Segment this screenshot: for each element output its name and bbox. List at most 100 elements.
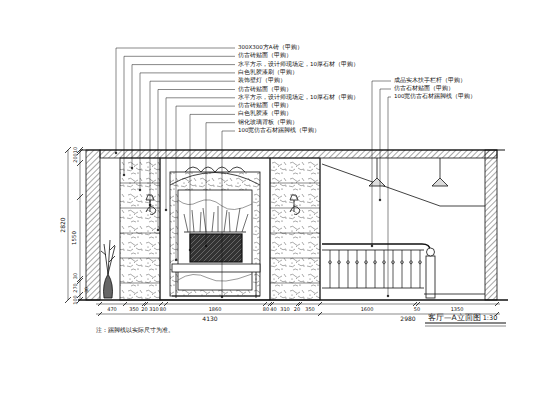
drawing-circle (427, 248, 435, 256)
drawing-line (440, 158, 441, 178)
drawing-path (184, 206, 248, 232)
drawing-line (298, 302, 302, 306)
leader-dot (115, 152, 117, 154)
callout-text: 仿古砖贴面（甲购） (238, 87, 292, 93)
drawing-line (268, 302, 272, 306)
leader-line (124, 56, 235, 175)
drawing-line (77, 297, 83, 303)
leader-dot (189, 249, 191, 251)
drawing-line (144, 302, 148, 306)
drawing-line (322, 250, 424, 251)
leader-dot (157, 229, 159, 231)
drawing-line (77, 160, 83, 166)
drawing-line (120, 233, 160, 234)
drawing-g (65, 147, 508, 326)
callout-text: 100宽仿古石材踢脚线（甲购） (238, 128, 321, 134)
drawing-line (440, 206, 485, 207)
leader-line (158, 90, 235, 231)
drawing-line (164, 302, 168, 306)
leader-dot (123, 174, 125, 176)
drawing-path (170, 173, 260, 186)
dimension: 20 (294, 307, 300, 312)
leader-line (206, 123, 235, 246)
drawing-line (98, 312, 102, 316)
drawing-rect (190, 234, 242, 262)
drawing-rect (100, 150, 497, 158)
drawing-line (270, 183, 320, 184)
leader-line (190, 114, 235, 250)
dimension: 80 (160, 307, 166, 312)
drawing-line (256, 272, 257, 298)
leader-line (116, 48, 235, 153)
drawing-path (432, 178, 448, 186)
drawing-line (77, 149, 83, 155)
drawing-path (383, 250, 386, 288)
drawing-line (77, 194, 83, 200)
drawing-line (320, 158, 321, 300)
drawing-path (356, 250, 359, 288)
drawing-line (172, 296, 260, 297)
drawing-line (270, 302, 274, 306)
drawing-line (77, 278, 83, 284)
drawing-line (120, 208, 160, 209)
drawing-line (377, 158, 378, 178)
drawing-line (322, 288, 424, 289)
drawing-path (101, 240, 115, 274)
leader-line (132, 65, 235, 168)
drawing-line (318, 312, 322, 316)
drawing-path (329, 250, 332, 288)
drawing-line (120, 258, 160, 259)
drawing-line (123, 302, 127, 306)
drawing-rect (160, 158, 270, 300)
dimension: 4130 (202, 316, 217, 322)
callout-text: 仿古砖贴面（甲购） (238, 54, 292, 60)
dimension: 350 (129, 307, 139, 312)
leader-dot (131, 167, 133, 169)
dimension: 80 (263, 307, 269, 312)
callout-text: 白色乳胶漆刷（甲购） (238, 70, 298, 76)
drawing-line (184, 232, 246, 233)
dimension: 20 (141, 307, 147, 312)
dimension: 1550 (72, 231, 78, 245)
drawing-path (392, 250, 395, 288)
drawing-line (416, 302, 420, 306)
drawing-path (290, 195, 300, 215)
leader-line (380, 89, 391, 200)
drawing-path (410, 250, 413, 288)
drawing-path (374, 250, 377, 288)
dimension: 310 (149, 307, 159, 312)
drawing-path (365, 250, 368, 288)
dimension: 30 (73, 273, 78, 279)
dimension: 100 (73, 295, 78, 305)
drawing-path (419, 250, 422, 288)
leader-dot (165, 209, 167, 211)
dimension: 2820 (60, 217, 66, 232)
callout-text: 仿古砖贴面（甲购） (238, 103, 292, 109)
drawing-line (495, 302, 499, 306)
dimension: 1350 (451, 307, 464, 312)
dimension: 200 (73, 153, 78, 163)
callout-text: 300X300方A砖（甲购） (238, 45, 303, 51)
drawing-line (80, 150, 505, 151)
note-text: 注：踢脚线以实际尺寸为准。 (96, 328, 174, 334)
callout-text: 白色乳胶漆（甲购） (238, 112, 292, 118)
dimension: 310 (280, 307, 290, 312)
drawing-line (425, 326, 506, 327)
drawing-line (98, 302, 102, 306)
drawing-line (65, 297, 71, 303)
dimension: 1860 (209, 307, 222, 312)
dimension: 1600 (361, 307, 374, 312)
drawing-line (120, 283, 160, 284)
dimension: 40 (270, 307, 276, 312)
callout-text: 仿古石材贴面（甲购） (394, 86, 454, 92)
callout-text: 装饰壁灯（甲购） (238, 78, 286, 84)
drawing-line (80, 150, 81, 300)
dimension: 30 (85, 287, 90, 293)
leader-dot (371, 245, 373, 247)
drawing-title: 客厅—A立面图 (428, 314, 481, 322)
drawing-line (270, 208, 320, 209)
leader-line (388, 97, 391, 296)
drawing-path (322, 244, 430, 250)
leader-line (140, 73, 235, 190)
